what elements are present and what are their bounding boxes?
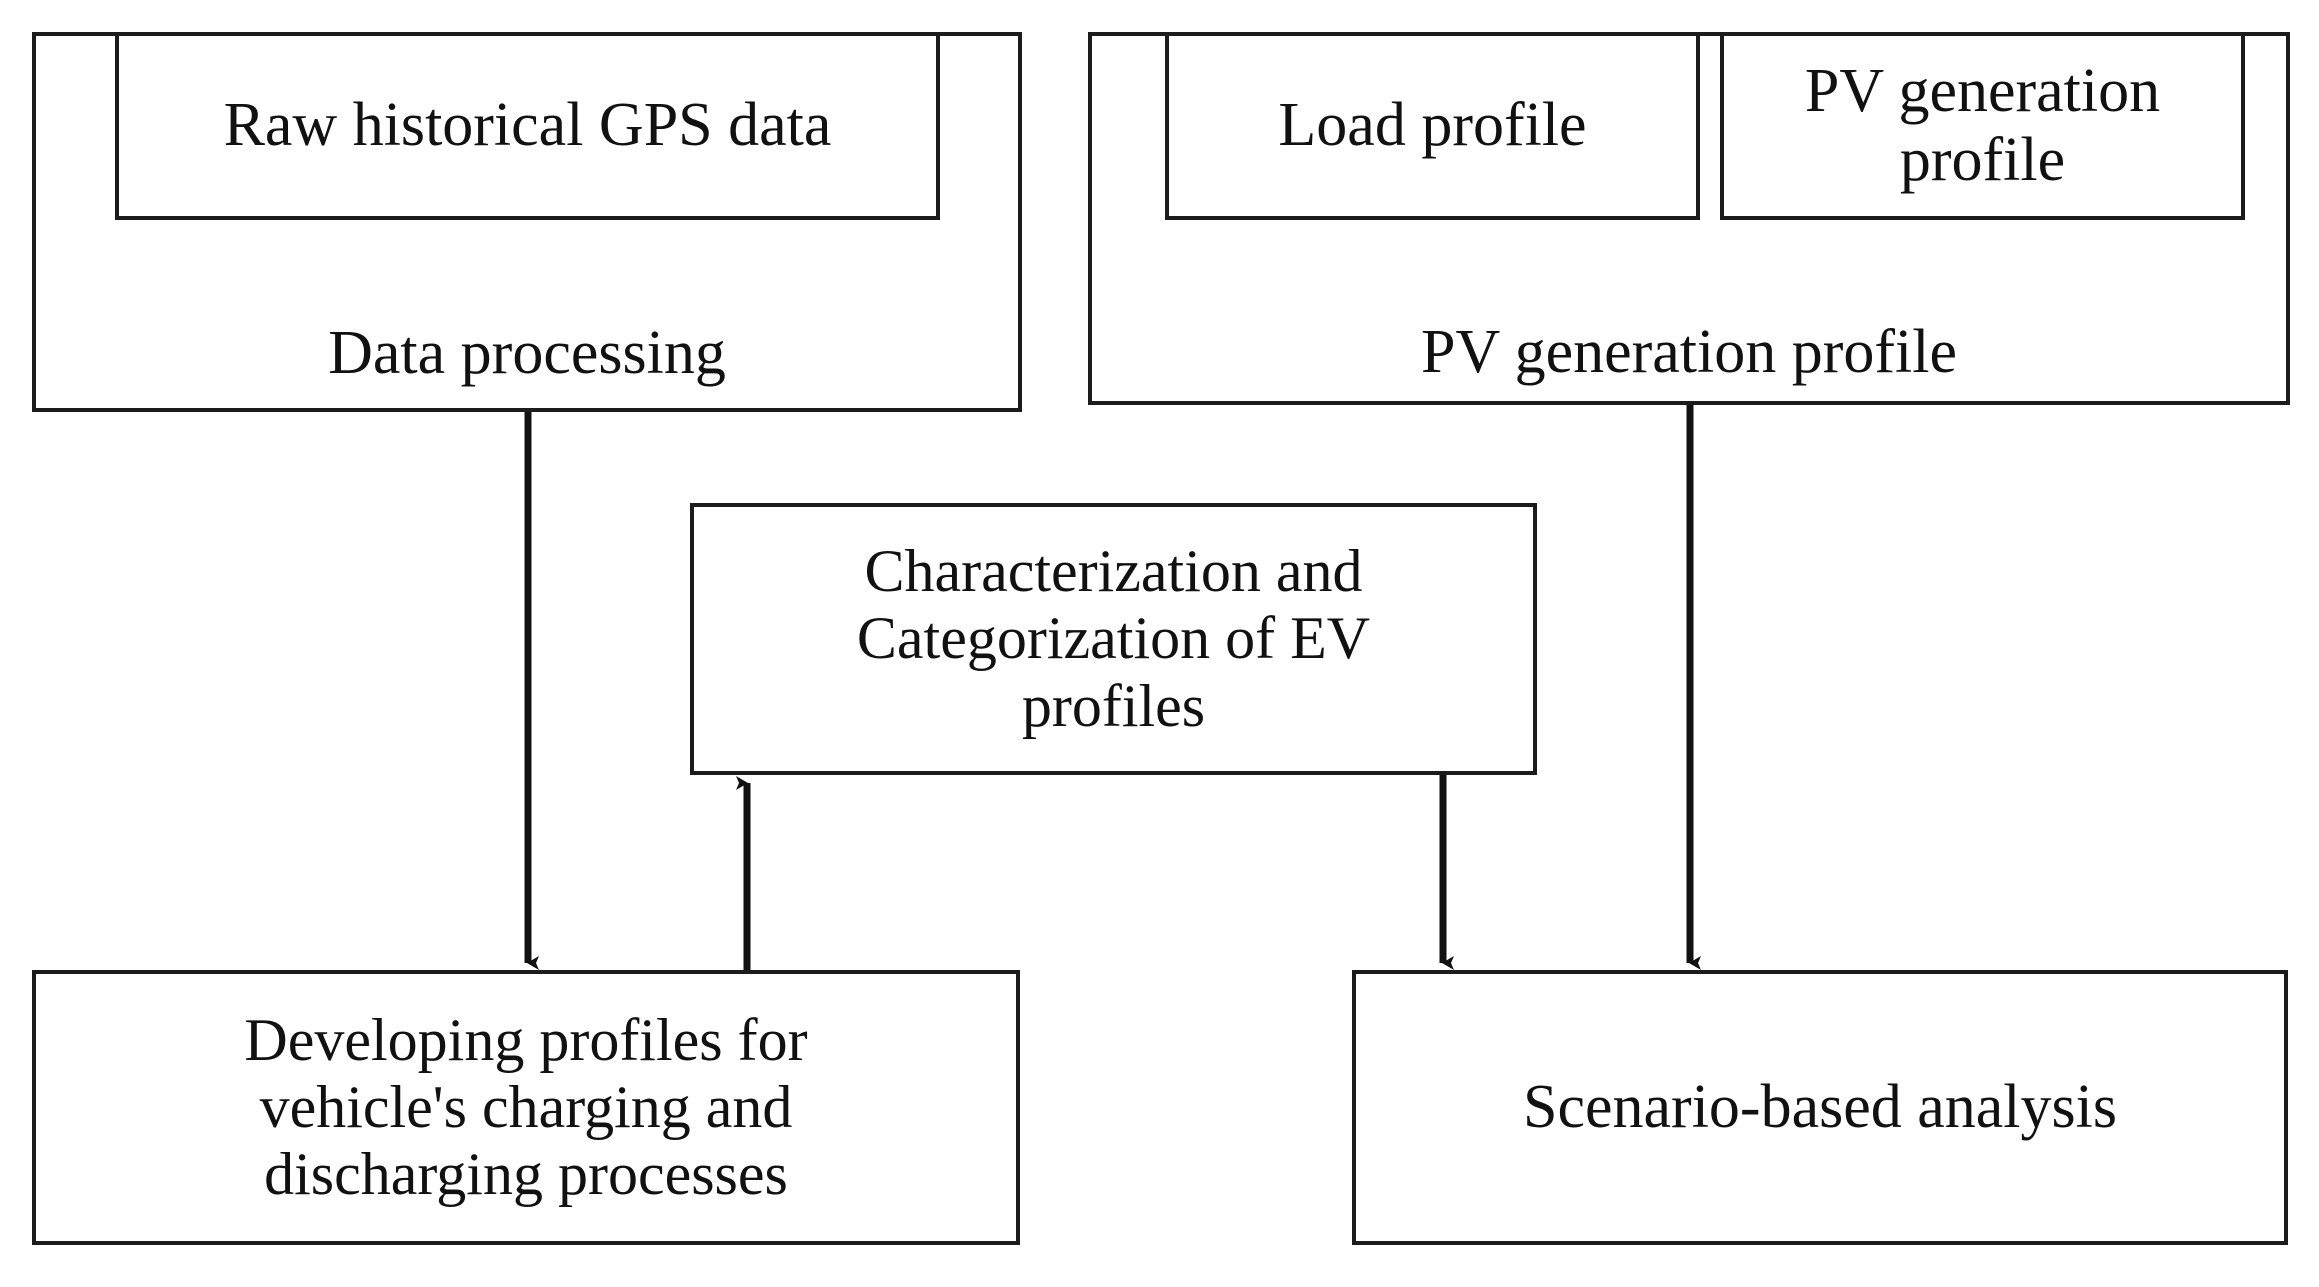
box-characterization-categorization-ev-profiles-label: Characterization and Categorization of E… (856, 538, 1371, 739)
box-raw-historical-gps-data-label: Raw historical GPS data (223, 91, 832, 160)
box-pv-generation-profile: PV generation profile (1720, 32, 2245, 220)
box-pv-generation-profile-label: PV generation profile (1804, 56, 2161, 194)
box-load-profile: Load profile (1165, 32, 1700, 220)
box-scenario-based-analysis: Scenario-based analysis (1352, 970, 2288, 1245)
box-characterization-categorization-ev-profiles: Characterization and Categorization of E… (690, 503, 1537, 775)
box-scenario-based-analysis-label: Scenario-based analysis (1523, 1072, 2117, 1141)
box-load-profile-label: Load profile (1278, 91, 1587, 160)
box-developing-profiles-charging-discharging: Developing profiles for vehicle's chargi… (32, 970, 1020, 1245)
box-raw-historical-gps-data: Raw historical GPS data (115, 32, 940, 220)
box-developing-profiles-charging-discharging-label: Developing profiles for vehicle's chargi… (244, 1006, 808, 1208)
group-pv-generation-profile-label: PV generation profile (1420, 317, 1958, 386)
group-data-processing-label: Data processing (328, 318, 726, 387)
